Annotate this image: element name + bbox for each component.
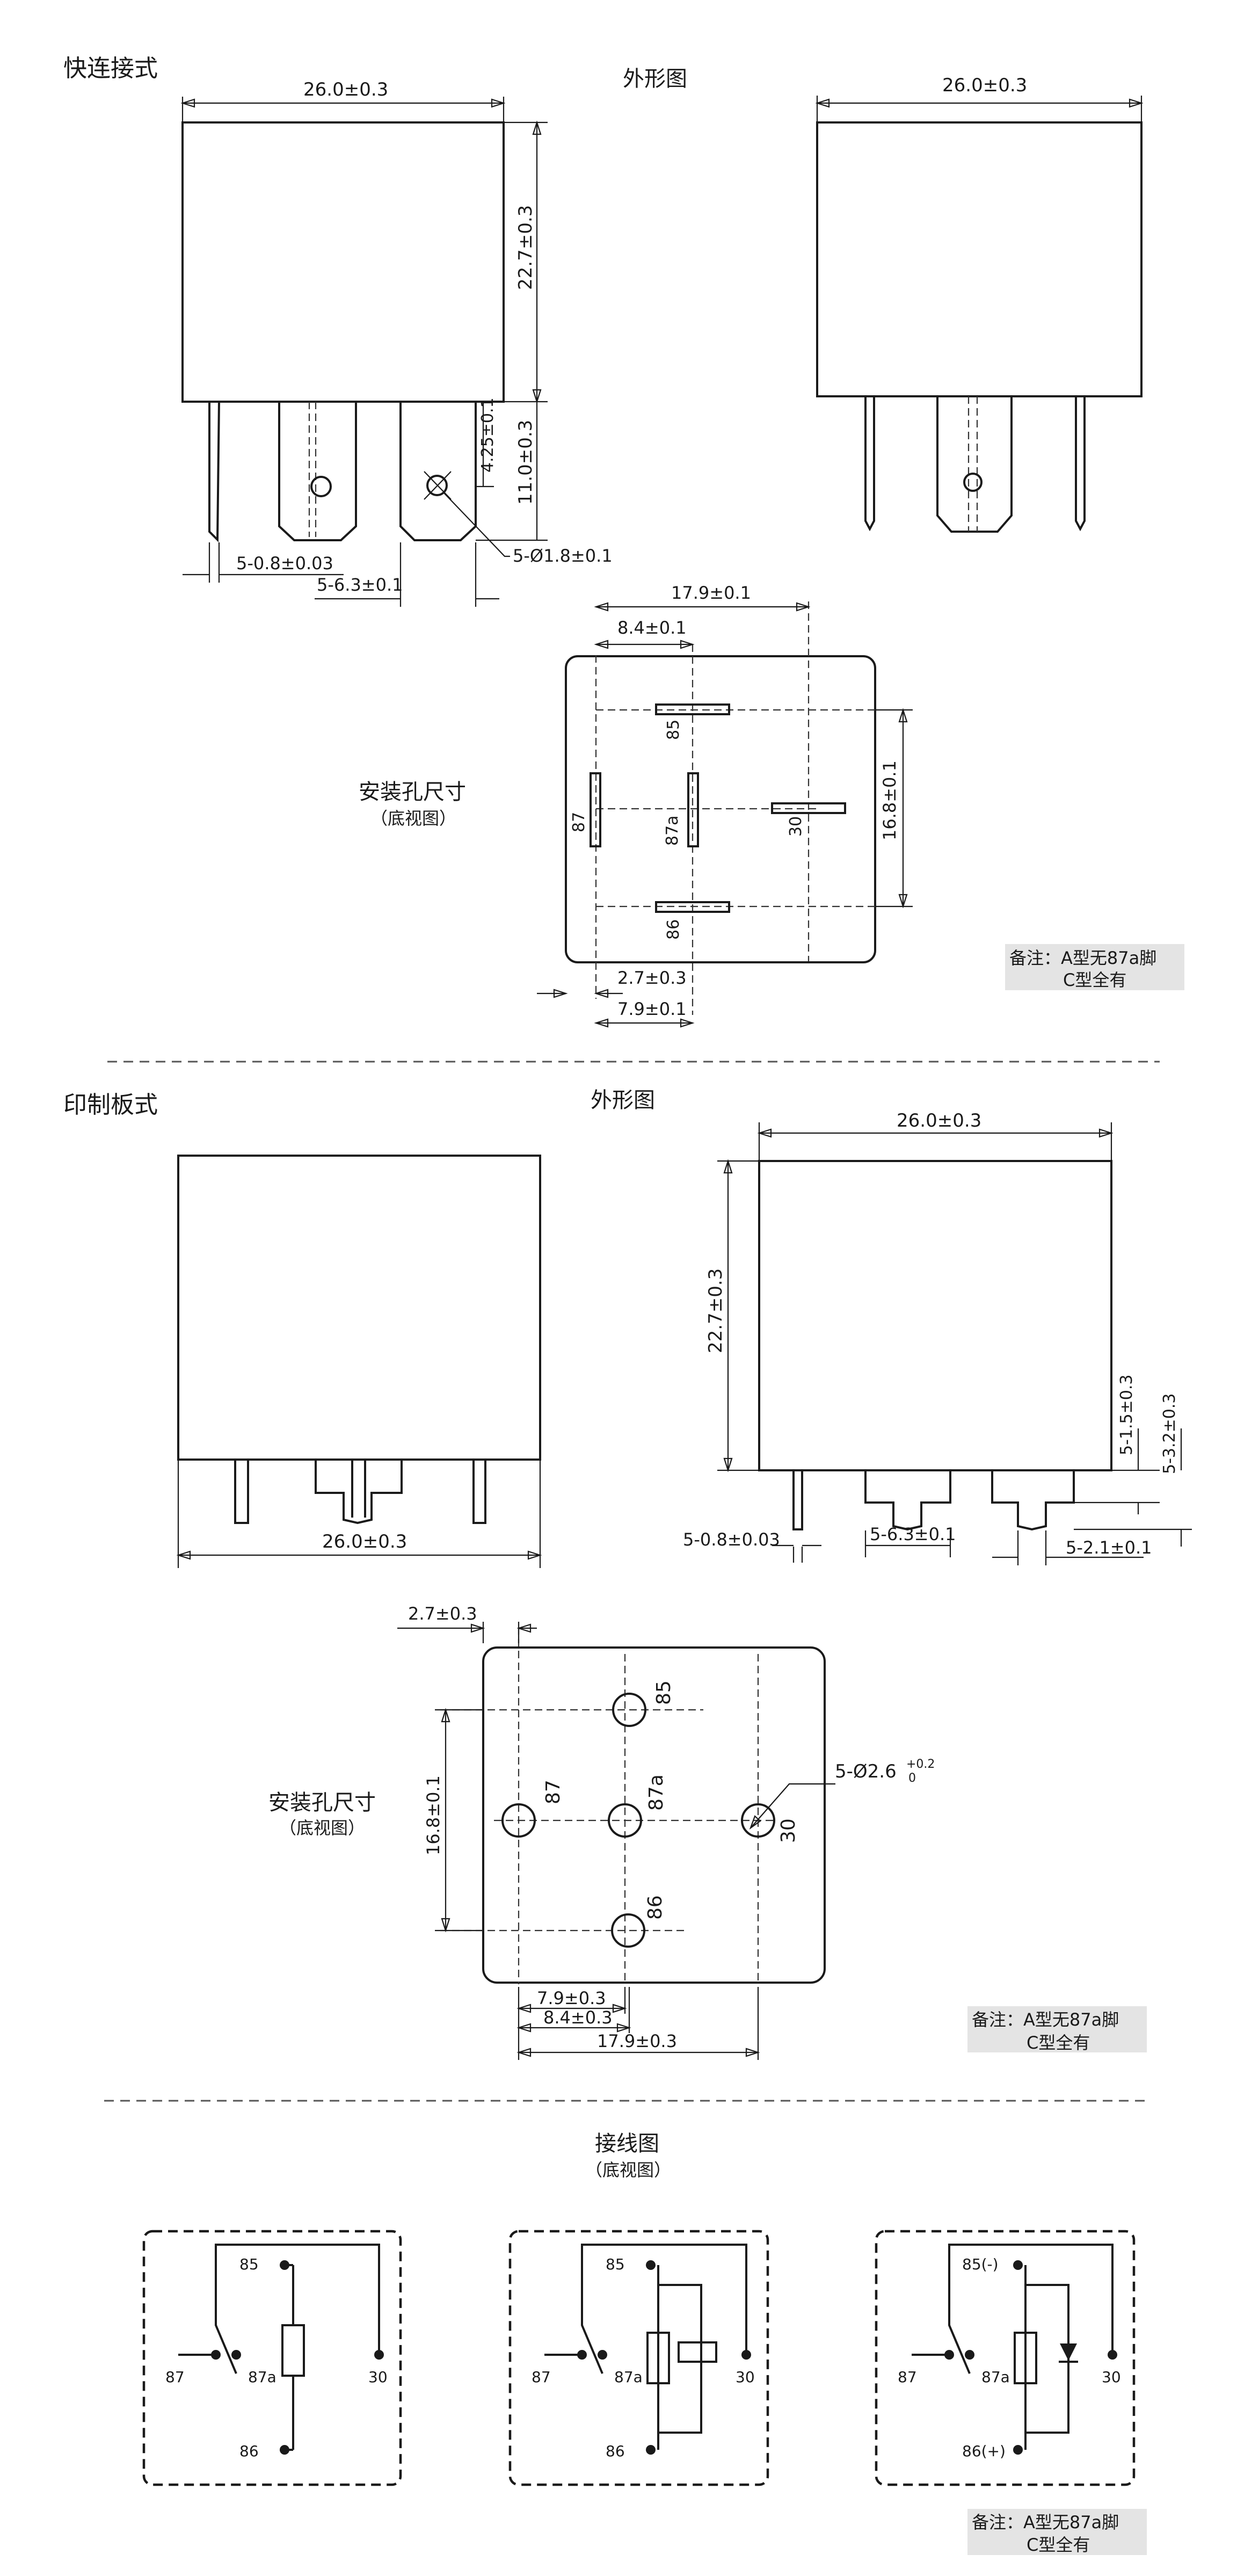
dim-84-pcb: 8.4±0.3: [543, 2007, 613, 2028]
pcb-mount-view: 85 87 87a 30 86 5-Ø2.6 +0.2 0 16.8±0.1 2…: [397, 1603, 935, 2060]
mount-sub-pcb: （底视图）: [279, 1818, 365, 1838]
note2-line2: C型全有: [1027, 2033, 1090, 2053]
dim-pcb-hole-tol-dn: 0: [908, 1772, 916, 1785]
dim-pinlen-quick: 11.0±0.3: [515, 420, 536, 505]
note1-line1: 备注：A型无87a脚: [1009, 948, 1156, 968]
dim-height-pcb: 22.7±0.3: [705, 1268, 726, 1353]
w1-pin-86: 86: [239, 2442, 259, 2460]
note-box-1: [1005, 944, 1184, 990]
outline-label-pcb: 外形图: [591, 1088, 655, 1113]
mount-sub-quick: （底视图）: [370, 808, 456, 829]
dim-27-quick: 2.7±0.3: [617, 968, 687, 988]
dim-179-quick: 17.9±0.1: [671, 583, 751, 603]
note3-line1: 备注：A型无87a脚: [972, 2512, 1119, 2533]
dim-pcb-hole: 5-Ø2.6: [835, 1761, 897, 1782]
outline-label-quick: 外形图: [623, 67, 687, 91]
dim-168-quick: 16.8±0.1: [879, 760, 900, 840]
dim-pinthk-pcb: 5-0.8±0.03: [683, 1529, 780, 1550]
dim-pcb-hole-tol-up: +0.2: [906, 1758, 935, 1771]
dim-pcb-15: 5-1.5±0.3: [1117, 1375, 1136, 1455]
w3-pin-85: 85(-): [962, 2255, 999, 2273]
note-box-2: [967, 2006, 1147, 2052]
dim-168-pcb: 16.8±0.1: [423, 1775, 443, 1855]
pin-label-30: 30: [787, 816, 805, 837]
wiring-diagram-basic: 85 86 87 87a 30: [142, 2230, 402, 2486]
pcb-pin-87: 87: [542, 1780, 564, 1804]
quick-front-dims: 26.0±0.3 22.7±0.3 11.0±0.3 4.25±0.1 5-Ø1…: [180, 79, 613, 607]
note3-line2: C型全有: [1027, 2535, 1090, 2555]
quick-mount-view: 85 86 87 87a 30 17.9±0.1 8.4±0.1 16.8±0.…: [537, 583, 913, 1028]
dim-holepos-quick: 4.25±0.1: [478, 397, 497, 473]
w2-pin-87a: 87a: [614, 2368, 643, 2386]
section-title-pcb: 印制板式: [63, 1091, 158, 1119]
dim-pinw-quick: 5-6.3±0.1: [317, 575, 403, 595]
pin-label-86: 86: [664, 919, 683, 940]
dim-width-quick: 26.0±0.3: [303, 79, 388, 100]
dim-27-pcb: 2.7±0.3: [408, 1603, 477, 1624]
dim-width-side: 26.0±0.3: [942, 75, 1027, 96]
pcb-pin-86: 86: [644, 1895, 666, 1920]
pin-label-87: 87: [570, 812, 588, 832]
w1-pin-85: 85: [239, 2255, 259, 2273]
dim-79-pcb: 7.9±0.3: [537, 1988, 606, 2008]
w2-pin-86: 86: [606, 2442, 625, 2460]
dim-79-quick: 7.9±0.1: [617, 999, 687, 1019]
wiring-diagram-diode: 85(-) 86(+) 87 87a 30: [875, 2230, 1136, 2486]
w3-pin-86: 86(+): [962, 2442, 1006, 2460]
dim-84-quick: 8.4±0.1: [617, 618, 687, 638]
w2-pin-87: 87: [532, 2368, 551, 2386]
w1-pin-87a: 87a: [248, 2368, 276, 2386]
w1-pin-30: 30: [368, 2368, 388, 2386]
dim-holedia-quick: 5-Ø1.8±0.1: [513, 546, 613, 566]
quick-front-view: [181, 121, 505, 542]
note1-line2: C型全有: [1063, 970, 1126, 990]
pcb-front-view: 26.0±0.3 22.7±0.3 5-1.5±0.3 5-3.2±0.3 5-…: [683, 1110, 1192, 1565]
w3-pin-30: 30: [1102, 2368, 1121, 2386]
wiring-diagram-resistor: 85 86 87 87a 30: [508, 2230, 769, 2486]
pin-label-85: 85: [664, 720, 683, 740]
w3-pin-87a: 87a: [981, 2368, 1010, 2386]
dim-pcb-21: 5-2.1±0.1: [1066, 1537, 1152, 1558]
dim-pcb-32: 5-3.2±0.3: [1160, 1394, 1179, 1474]
dim-179-pcb: 17.9±0.3: [597, 2031, 677, 2051]
dim-width-pcb-side: 26.0±0.3: [322, 1531, 407, 1552]
pcb-pin-85: 85: [653, 1680, 675, 1705]
pcb-pin-87a: 87a: [645, 1774, 667, 1811]
note2-line1: 备注：A型无87a脚: [972, 2009, 1119, 2030]
w3-pin-87: 87: [898, 2368, 917, 2386]
w1-pin-87: 87: [165, 2368, 185, 2386]
wiring-sub: （底视图）: [585, 2160, 671, 2180]
w2-pin-30: 30: [736, 2368, 755, 2386]
pcb-side-view: 26.0±0.3: [176, 1155, 542, 1568]
pin-label-87a: 87a: [663, 815, 682, 846]
section-title-quick: 快连接式: [63, 55, 158, 82]
mount-title-quick: 安装孔尺寸: [359, 780, 466, 804]
pcb-pin-30: 30: [777, 1818, 799, 1843]
dim-pinw-pcb: 5-6.3±0.1: [870, 1524, 956, 1544]
note-box-3: [967, 2509, 1147, 2555]
dim-height-quick: 22.7±0.3: [515, 205, 536, 290]
w2-pin-85: 85: [606, 2255, 625, 2273]
mount-title-pcb: 安装孔尺寸: [268, 1790, 376, 1815]
dim-width-pcb: 26.0±0.3: [897, 1110, 981, 1131]
dim-pinthk-quick: 5-0.8±0.03: [236, 553, 333, 574]
quick-side-view: 26.0±0.3: [815, 75, 1144, 533]
wiring-title: 接线图: [595, 2131, 659, 2156]
